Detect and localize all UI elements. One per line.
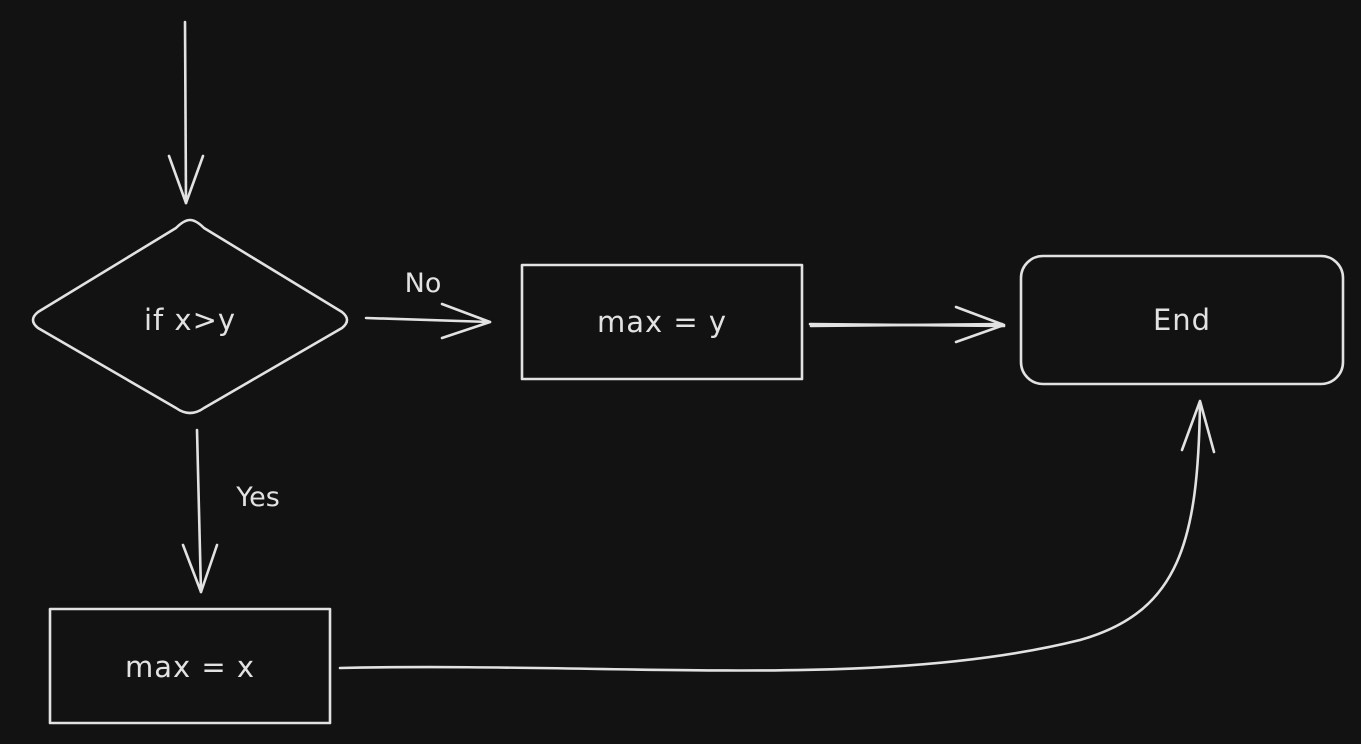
edge-no-line xyxy=(364,316,492,324)
max-x-node[interactable]: max = x xyxy=(48,607,332,725)
edge-max-x-to-end xyxy=(338,399,1216,672)
edge-max-y-to-end xyxy=(808,305,1006,344)
edge-no-arrowhead xyxy=(440,302,492,340)
end-box xyxy=(1019,254,1345,386)
edge-no: No xyxy=(364,268,492,340)
edge-yes: Yes xyxy=(181,428,280,594)
edge-no-label: No xyxy=(405,268,442,299)
max-x-box xyxy=(48,607,332,725)
max-y-node[interactable]: max = y xyxy=(520,263,804,381)
edge-yes-line xyxy=(195,428,203,594)
decision-node[interactable]: if x>y xyxy=(31,218,349,415)
edge-yes-label: Yes xyxy=(235,482,280,513)
edge-yes-arrowhead xyxy=(181,543,219,594)
decision-diamond xyxy=(31,218,349,415)
max-y-box xyxy=(520,263,804,381)
decision-label: if x>y xyxy=(144,303,236,337)
entry-arrow xyxy=(167,20,205,205)
max-x-label: max = x xyxy=(125,650,255,684)
max-y-label: max = y xyxy=(597,305,727,339)
end-label: End xyxy=(1153,303,1211,337)
end-node[interactable]: End xyxy=(1019,254,1345,386)
